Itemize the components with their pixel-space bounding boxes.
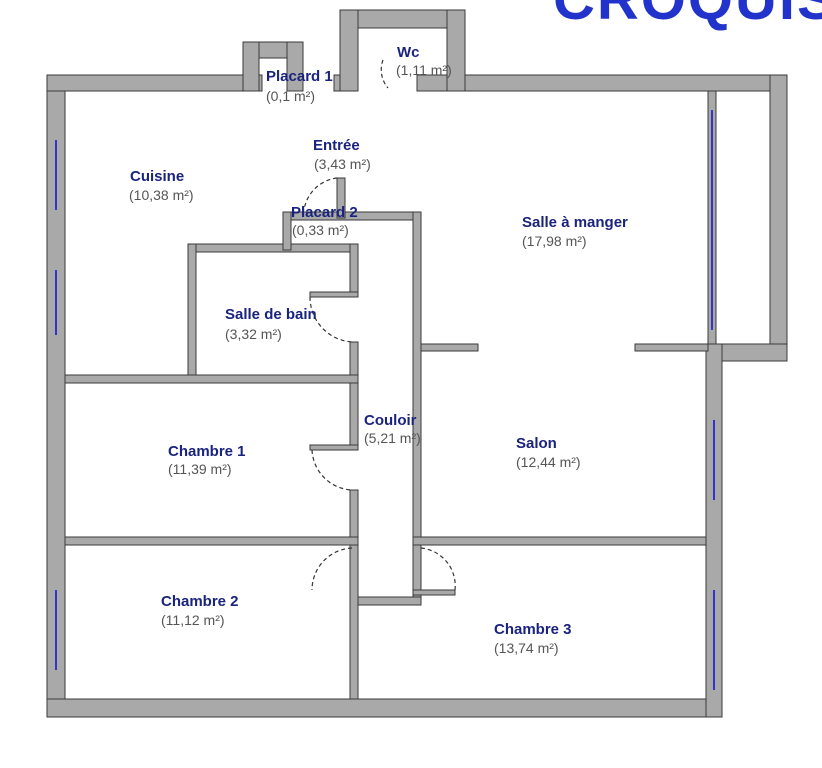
- wall-ch1-door-stop: [309, 444, 359, 451]
- wall-outer-right-balcony: [769, 74, 788, 362]
- door-arc-chambre1: [311, 449, 353, 491]
- wall-wc-left: [339, 9, 359, 92]
- room-area-cuisine: (10,38 m²): [129, 187, 194, 203]
- door-arc-sdb: [309, 296, 353, 343]
- wall-wc-top: [339, 9, 466, 29]
- wall-placard1-right: [286, 41, 304, 92]
- room-area-placard2: (0,33 m²): [292, 222, 349, 238]
- room-area-couloir: (5,21 m²): [364, 430, 421, 446]
- wall-salle-salon-right: [634, 343, 709, 352]
- wall-placard1-left: [242, 41, 260, 92]
- wall-placard2-left: [282, 211, 292, 251]
- wall-outer-right: [705, 343, 723, 718]
- room-area-chambre1: (11,39 m²): [168, 461, 232, 477]
- door-arc-wc: [380, 59, 389, 89]
- room-name-salle-manger: Salle à manger: [522, 214, 628, 231]
- wall-couloir-right: [412, 211, 422, 606]
- room-area-chambre2: (11,12 m²): [161, 612, 225, 628]
- wall-outer-top-left: [46, 74, 263, 92]
- room-name-chambre2: Chambre 2: [161, 593, 239, 610]
- door-arc-chambre2: [311, 547, 353, 591]
- room-name-entree: Entrée: [313, 137, 360, 154]
- room-area-placard1: (0,1 m²): [266, 88, 315, 104]
- wall-outer-bottom: [46, 698, 722, 718]
- room-name-placard1: Placard 1: [266, 68, 333, 85]
- wall-ch3-top-left: [349, 539, 359, 700]
- wall-outer-top-right: [416, 74, 788, 92]
- room-area-salle-manger: (17,98 m²): [522, 233, 587, 249]
- room-name-chambre3: Chambre 3: [494, 621, 572, 638]
- room-name-wc: Wc: [397, 44, 420, 61]
- room-area-chambre3: (13,74 m²): [494, 640, 559, 656]
- door-arc-chambre3: [420, 547, 456, 591]
- wall-wc-right: [446, 9, 466, 92]
- wall-ch3-door-stop: [412, 589, 456, 596]
- room-area-wc: (1,11 m²): [396, 62, 452, 78]
- wall-entree-stub: [336, 177, 346, 219]
- room-area-entree: (3,43 m²): [314, 156, 371, 172]
- wall-sdb-left: [187, 243, 197, 379]
- wall-salon-bottom: [412, 536, 707, 546]
- wall-sdb-door-leaf-stop: [309, 291, 359, 298]
- room-area-salle-bain: (3,32 m²): [225, 326, 282, 342]
- wall-cuisine-sdb: [187, 243, 359, 253]
- wall-salle-salon-left: [420, 343, 479, 352]
- door-arc-entree: [303, 177, 338, 211]
- room-name-salon: Salon: [516, 435, 557, 452]
- room-area-salon: (12,44 m²): [516, 454, 581, 470]
- wall-ch1-bottom: [64, 536, 359, 546]
- wall-couloir-bottom: [349, 596, 422, 606]
- room-name-chambre1: Chambre 1: [168, 443, 246, 460]
- room-name-salle-bain: Salle de bain: [225, 306, 317, 323]
- room-name-couloir: Couloir: [364, 412, 417, 429]
- room-name-cuisine: Cuisine: [130, 168, 185, 185]
- plan-title: CROQUIS: [553, 0, 822, 33]
- wall-couloir-left-upper: [349, 243, 359, 295]
- wall-cuisine-bottom: [64, 374, 359, 384]
- room-name-placard2: Placard 2: [291, 204, 358, 221]
- wall-couloir-left-mid: [349, 341, 359, 448]
